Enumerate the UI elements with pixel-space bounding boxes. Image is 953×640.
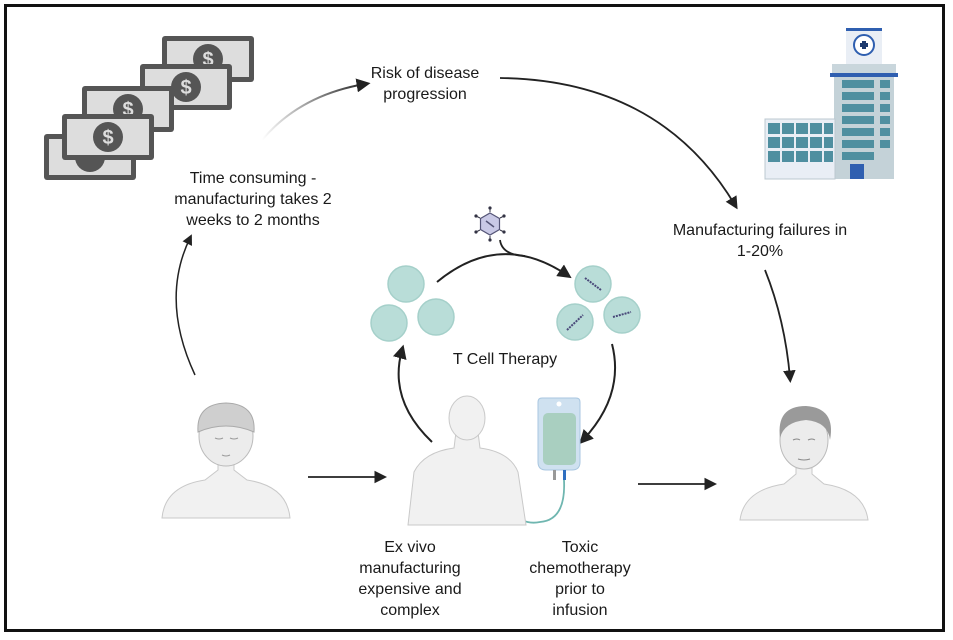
iv-bag-icon (508, 397, 581, 524)
patient-sick-icon (161, 402, 291, 519)
diagram-frame (4, 4, 945, 632)
arrow-money-to-risk (261, 78, 371, 141)
arrow-risk-to-failures (499, 77, 738, 210)
label-risk-disease-progression: Risk of disease progression (355, 63, 495, 105)
patient-healthy-icon (739, 406, 869, 521)
label-line: Risk of disease (370, 65, 480, 82)
label-line: chemotherapy (529, 560, 631, 577)
label-manufacturing-failures: Manufacturing failures in 1-20% (650, 220, 870, 262)
arrow-patient-to-time (175, 234, 196, 376)
viral-vector-icon (474, 206, 506, 242)
arrow-failures-to-healthy (764, 269, 796, 384)
label-toxic-chemotherapy: Toxic chemotherapy prior to infusion (520, 537, 640, 621)
label-ex-vivo: Ex vivo manufacturing expensive and comp… (350, 537, 470, 621)
label-line: complex (380, 602, 440, 619)
label-line: prior to (555, 581, 605, 598)
label-line: Ex vivo (384, 539, 436, 556)
arrow-cells-to-bag (579, 343, 616, 445)
label-line: weeks to 2 months (186, 212, 320, 229)
hospital-icon (764, 28, 898, 180)
label-time-consuming: Time consuming - manufacturing takes 2 w… (158, 168, 348, 231)
label-line: infusion (552, 602, 608, 619)
t-cells-icon (370, 265, 455, 342)
svg-text:$: $ (180, 77, 191, 99)
label-line: manufacturing (359, 560, 461, 577)
label-line: expensive and (358, 581, 462, 598)
label-t-cell-therapy: T Cell Therapy (452, 351, 558, 368)
arrow-cells-transduction (436, 253, 572, 283)
arrow-vector-in (499, 239, 526, 257)
svg-text:$: $ (202, 49, 213, 71)
engineered-t-cells-icon (556, 265, 641, 341)
label-line: Manufacturing failures in (672, 222, 848, 239)
label-line: 1-20% (736, 243, 784, 260)
money-stack-icon: $ $ $ $ (44, 36, 254, 180)
arrow-patient-to-cells (392, 344, 433, 443)
patient-treatment-icon (407, 395, 527, 526)
label-line: manufacturing takes 2 (174, 191, 332, 208)
label-line: Toxic (561, 539, 599, 556)
label-line: progression (383, 86, 467, 103)
svg-text:$: $ (102, 127, 113, 149)
label-line: Time consuming - (189, 170, 317, 187)
svg-text:$: $ (122, 99, 133, 121)
